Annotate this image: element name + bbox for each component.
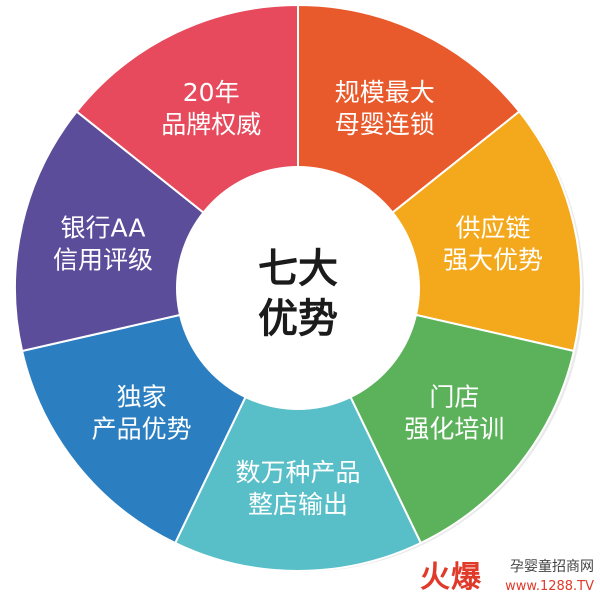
segment-7-label-line1: 20年 bbox=[183, 78, 240, 107]
segment-6-label-line2: 信用评级 bbox=[53, 246, 153, 275]
center-label-line1: 七大 bbox=[258, 246, 338, 292]
wheel-segment-4 bbox=[173, 285, 423, 572]
watermark-logo: 火爆 bbox=[420, 560, 482, 595]
segment-5-label-line2: 产品优势 bbox=[92, 415, 192, 444]
segment-2-label-line1: 供应链 bbox=[455, 214, 530, 243]
segment-4-label-line2: 整店输出 bbox=[248, 490, 348, 519]
segment-1-label-line2: 母婴连锁 bbox=[335, 110, 435, 139]
segment-1-label-line1: 规模最大 bbox=[335, 78, 435, 107]
segment-6-label-line1: 银行AA bbox=[61, 214, 146, 243]
watermark-site-name: 孕婴童招商网 bbox=[510, 559, 594, 575]
watermark-url: www.1288.TV bbox=[505, 579, 594, 594]
segment-4-label-line1: 数万种产品 bbox=[235, 458, 360, 487]
center-label-line2: 优势 bbox=[258, 296, 338, 342]
segment-5-label-line1: 独家 bbox=[117, 383, 167, 412]
segment-7-label-line2: 品牌权威 bbox=[161, 110, 261, 139]
segment-3-label-line1: 门店 bbox=[429, 383, 479, 412]
center-circle bbox=[176, 166, 420, 410]
segment-3-label-line2: 强化培训 bbox=[404, 415, 504, 444]
segment-2-label-line2: 强大优势 bbox=[443, 246, 543, 275]
